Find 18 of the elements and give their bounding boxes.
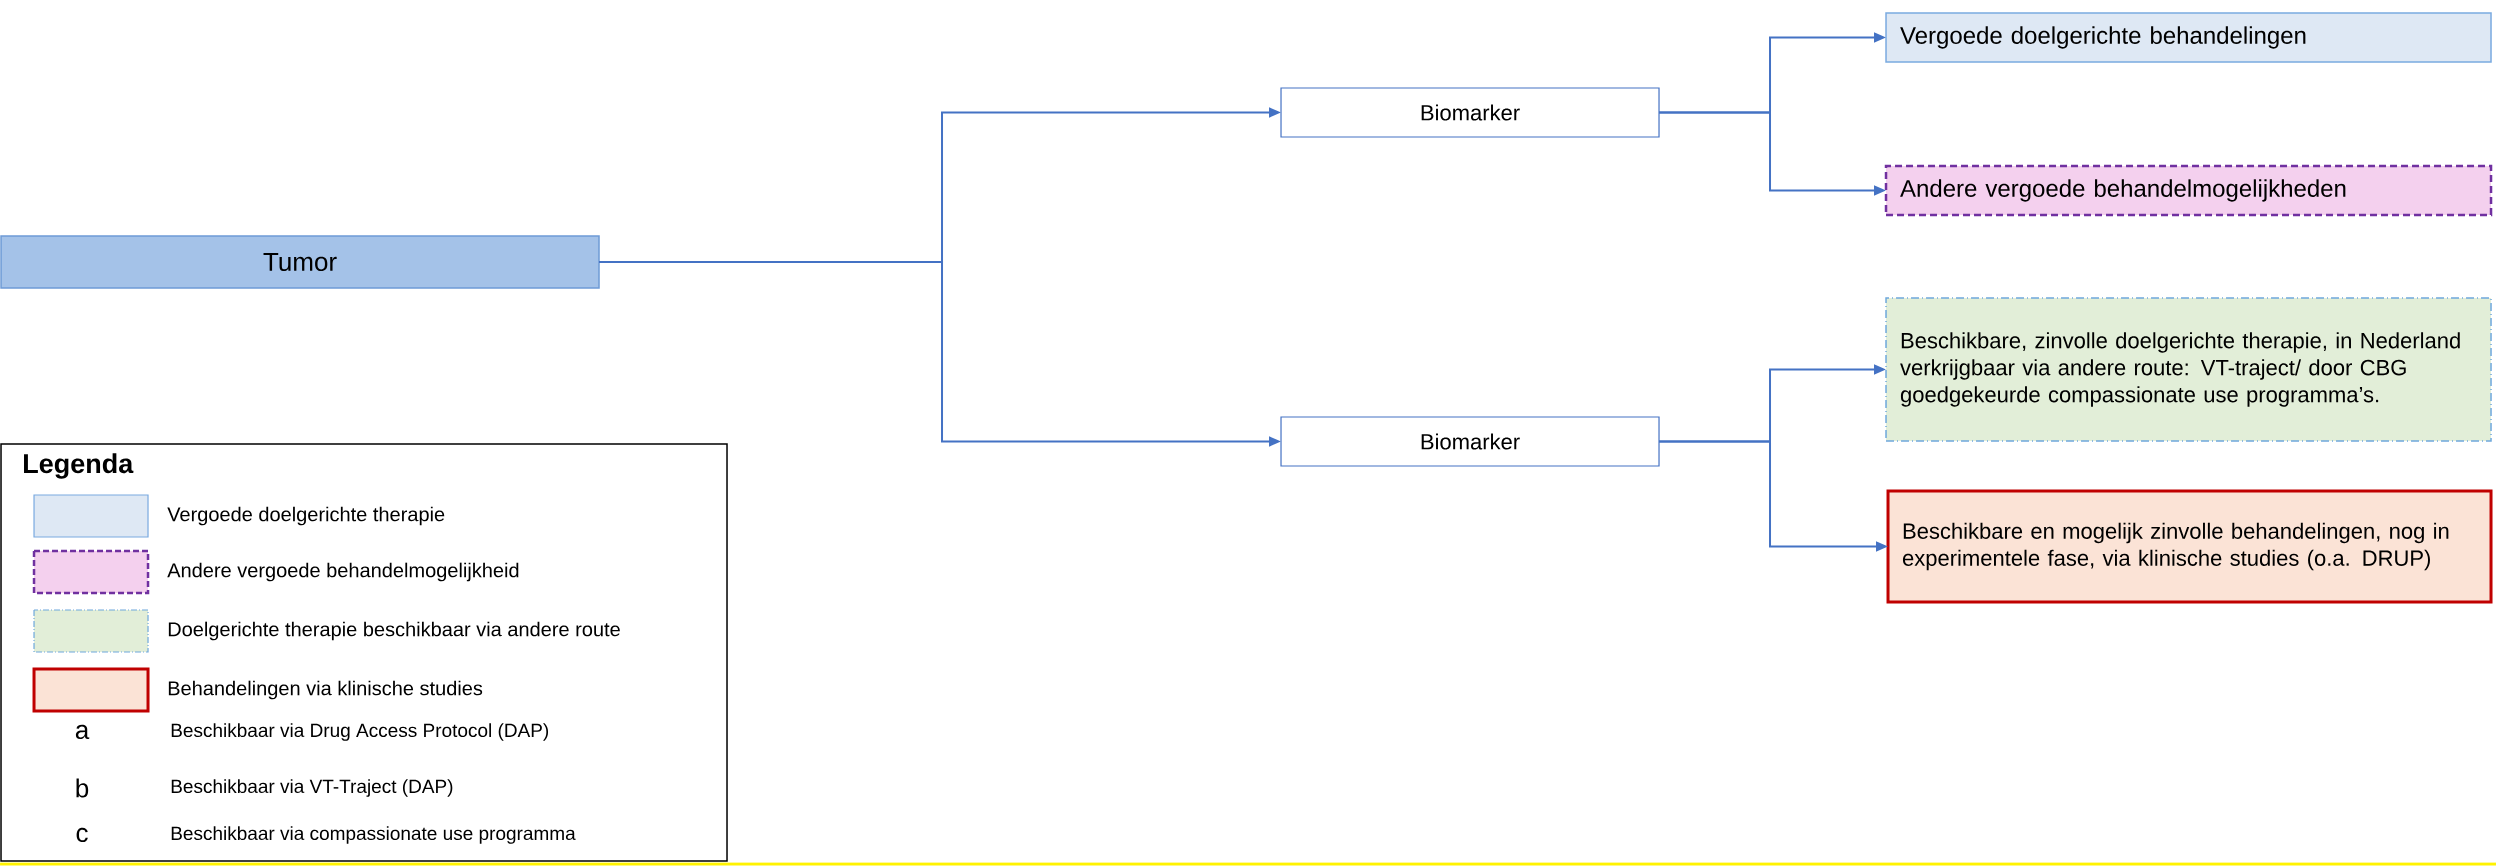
legend-title: Legenda <box>24 453 134 479</box>
outcome-box: Andere vergoede behandelmogelijkheden <box>1884 164 2493 217</box>
outcome-box: Vergoede doelgerichte behandelingen <box>1885 12 2492 63</box>
legend-text: Behandelingen via klinische studies <box>168 680 483 700</box>
legend-text: Vergoede doelgerichte therapie <box>167 506 445 526</box>
legend-text: Beschikbaar via compassionate use programma <box>171 826 576 844</box>
legend-text: Doelgerichte therapie beschikbaar via andere route <box>168 621 620 641</box>
legend-letter: a <box>75 724 90 740</box>
biomarker-box: Biomarker <box>1280 416 1660 467</box>
legend-text: Andere vergoede behandelmogelijkheid <box>167 562 519 582</box>
legend-text: Beschikbaar via VT-Traject (DAP) <box>171 779 453 797</box>
legend-letter: c <box>76 827 88 843</box>
tumor-box: Tumor <box>0 235 600 289</box>
biomarker-box: Biomarker <box>1280 87 1660 138</box>
legend-text: Beschikbaar via Drug Access Protocol (DAP) <box>171 723 549 741</box>
legend-letter: b <box>76 778 89 798</box>
outcome-box: Beschikbare en mogelijk zinvolle behandelingen, nog in experimentele fase, via klinische studies (o.a. DRUP) <box>1886 489 2493 604</box>
outcome-box: Beschikbare, zinvolle doelgerichte therapie, in Nederland verkrijgbaar via andere route: VT-traject/ door CBG goedgekeurde compassionate use programma’s. <box>1885 297 2492 442</box>
